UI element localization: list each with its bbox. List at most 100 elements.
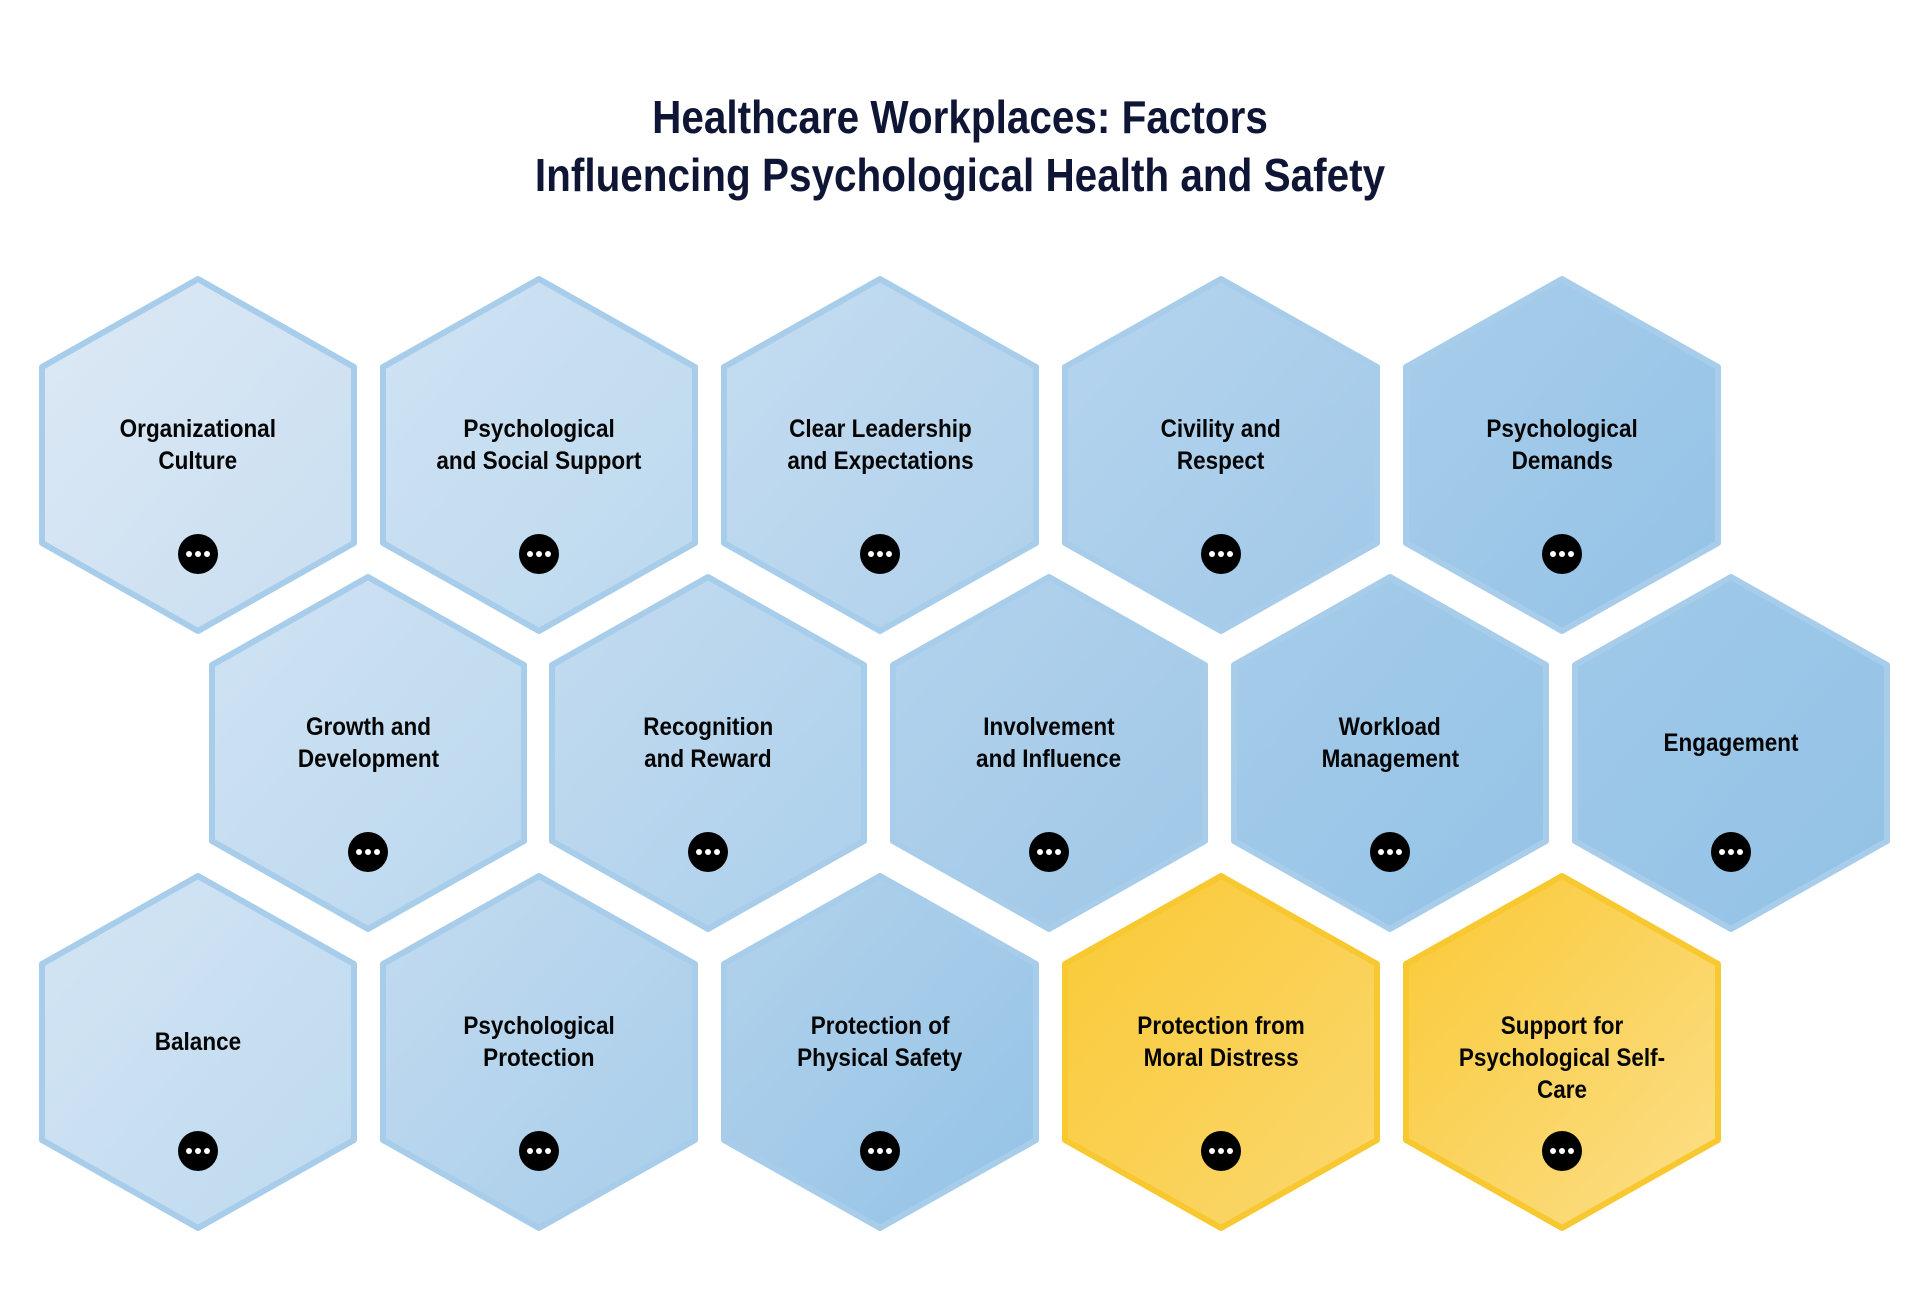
ellipsis-icon [1550, 551, 1574, 557]
hexagon-shape [380, 276, 698, 634]
factor-label: Recognition and Reward [566, 711, 850, 775]
factor-label-line: Clear Leadership [788, 415, 972, 443]
hexagon-shape [1062, 276, 1380, 634]
factor-label-line: Physical Safety [797, 1044, 963, 1072]
factor-label: Protection of Physical Safety [738, 1010, 1022, 1074]
factor-label-line: Psychological [463, 1012, 615, 1040]
factor-label-line: and Expectations [786, 447, 974, 475]
ellipsis-icon [1209, 551, 1233, 557]
hexagon-shape [549, 574, 867, 932]
factor-label-line: Involvement [983, 713, 1115, 741]
factor-hexagon: Protection of Physical Safety [718, 870, 1042, 1234]
more-options-button[interactable] [1201, 534, 1241, 574]
ellipsis-icon [356, 849, 380, 855]
hexagon-shape [1572, 574, 1890, 932]
factor-hexagon: Involvement and Influence [887, 571, 1211, 935]
more-options-button[interactable] [1542, 1131, 1582, 1171]
hexagon-shape [1231, 574, 1549, 932]
more-options-button[interactable] [688, 832, 728, 872]
factor-label-line: Organizational [119, 415, 277, 443]
more-options-button[interactable] [519, 534, 559, 574]
hexagon-shape [1403, 276, 1721, 634]
more-options-button[interactable] [178, 1131, 218, 1171]
factor-label-line: and Reward [644, 745, 772, 773]
factor-label-line: Psychological [1486, 415, 1638, 443]
more-options-button[interactable] [860, 1131, 900, 1171]
ellipsis-icon [186, 551, 210, 557]
ellipsis-icon [1037, 849, 1061, 855]
hexagon-shape [209, 574, 527, 932]
hexagon-shape [890, 574, 1208, 932]
ellipsis-icon [1378, 849, 1402, 855]
factor-label-line: Protection of [810, 1012, 950, 1040]
factor-label-line: Protection [483, 1044, 595, 1072]
more-options-button[interactable] [1542, 534, 1582, 574]
ellipsis-icon [1550, 1148, 1574, 1154]
hexagon-shape [1403, 873, 1721, 1231]
factor-hexagon: Balance [36, 870, 360, 1234]
factor-label-line: Recognition [643, 713, 773, 741]
title-line-2: Influencing Psychological Health and Saf… [534, 149, 1386, 201]
more-options-button[interactable] [1201, 1131, 1241, 1171]
factor-label: Involvement and Influence [907, 711, 1191, 775]
more-options-button[interactable] [1370, 832, 1410, 872]
factor-label-line: Support for [1500, 1012, 1624, 1040]
factor-label: Balance [56, 1026, 340, 1058]
ellipsis-icon [868, 1148, 892, 1154]
factor-hexagon: Engagement [1569, 571, 1893, 935]
title-line-1: Healthcare Workplaces: Factors [652, 91, 1268, 143]
ellipsis-icon [868, 551, 892, 557]
factor-label-line: Balance [154, 1028, 242, 1056]
ellipsis-icon [1719, 849, 1743, 855]
more-options-button[interactable] [519, 1131, 559, 1171]
ellipsis-icon [527, 551, 551, 557]
more-options-button[interactable] [178, 534, 218, 574]
factor-hexagon: Clear Leadership and Expectations [718, 273, 1042, 637]
factor-label-line: Protection from [1137, 1012, 1305, 1040]
factor-label-line: Engagement [1663, 729, 1799, 757]
more-options-button[interactable] [1029, 832, 1069, 872]
factor-label-line: Psychological [463, 415, 615, 443]
factor-label-line: Moral Distress [1143, 1044, 1299, 1072]
factor-label-line: Civility and [1160, 415, 1282, 443]
factor-label-line: Culture [158, 447, 238, 475]
hexagon-shape [39, 873, 357, 1231]
hexagon-shape [721, 873, 1039, 1231]
page-title: Healthcare Workplaces: Factors Influenci… [0, 88, 1920, 204]
more-options-button[interactable] [1711, 832, 1751, 872]
hexagon-shape [380, 873, 698, 1231]
ellipsis-icon [186, 1148, 210, 1154]
more-options-button[interactable] [860, 534, 900, 574]
hexagon-shape [39, 276, 357, 634]
factor-label: Engagement [1589, 727, 1873, 759]
hexagon-shape [1062, 873, 1380, 1231]
ellipsis-icon [527, 1148, 551, 1154]
ellipsis-icon [1209, 1148, 1233, 1154]
factor-label-line: and Influence [976, 745, 1122, 773]
factor-label-line: Management [1321, 745, 1459, 773]
ellipsis-icon [696, 849, 720, 855]
hexagon-shape [721, 276, 1039, 634]
factor-hexagon: Recognition and Reward [546, 571, 870, 935]
factor-label-line: Respect [1177, 447, 1265, 475]
factor-label-line: Workload [1338, 713, 1442, 741]
factor-label-line: Demands [1511, 447, 1613, 475]
more-options-button[interactable] [348, 832, 388, 872]
